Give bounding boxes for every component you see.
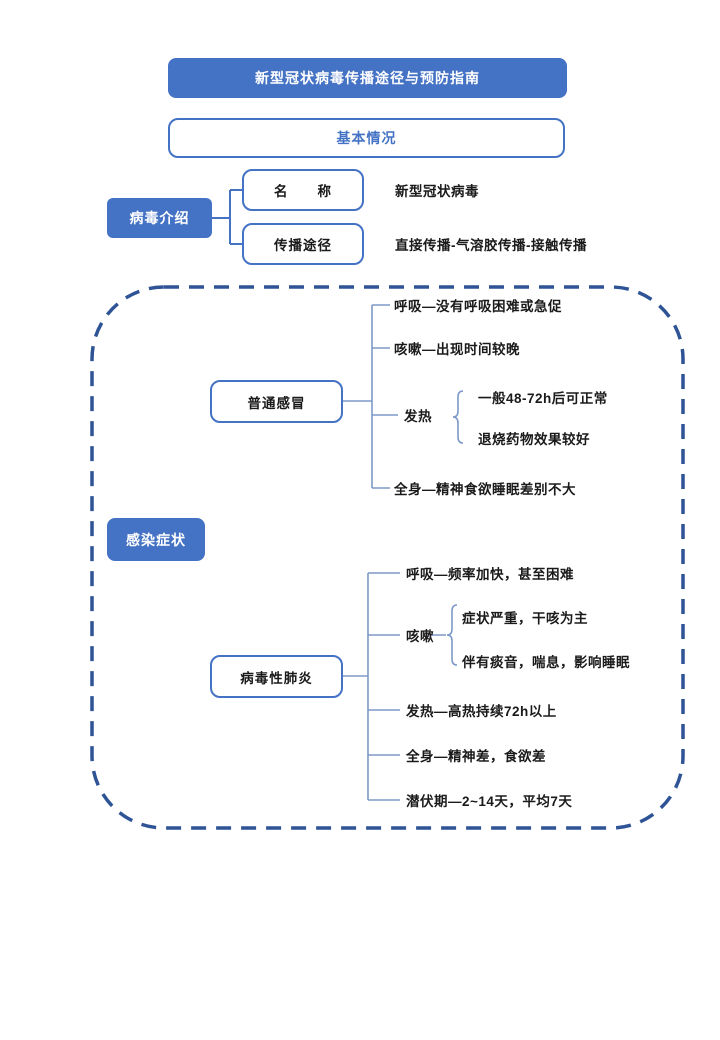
virus-name-label: 名 称: [274, 184, 332, 199]
common-cold-box: 普通感冒: [210, 380, 343, 423]
pneumonia-fever-item: 发热—高热持续72h以上: [406, 704, 557, 719]
cold-breathing-item: 呼吸—没有呼吸困难或急促: [394, 299, 562, 314]
common-cold-label: 普通感冒: [247, 395, 306, 411]
pneumonia-tree-lines: [343, 572, 446, 801]
title-banner: 新型冠状病毒传播途径与预防指南: [168, 58, 567, 98]
viral-pneumonia-label: 病毒性肺炎: [240, 670, 313, 686]
common-cold-tree-lines: [343, 304, 398, 489]
page-title: 新型冠状病毒传播途径与预防指南: [255, 70, 480, 86]
virus-intro-connector: [212, 189, 242, 245]
transmission-route-label: 传播途径: [274, 238, 332, 253]
transmission-route-box: 传播途径: [242, 223, 364, 265]
viral-pneumonia-box: 病毒性肺炎: [210, 655, 343, 698]
pneumonia-incubation-item: 潜伏期—2~14天，平均7天: [406, 794, 573, 809]
symptoms-dashed-frame: [90, 285, 685, 830]
symptoms-label: 感染症状: [126, 531, 186, 548]
virus-intro-label: 病毒介绍: [129, 210, 190, 226]
cold-fever-item: 发热: [404, 409, 432, 424]
pneumonia-cough-detail-2: 伴有痰音，喘息，影响睡眠: [462, 655, 630, 670]
transmission-route-value: 直接传播-气溶胶传播-接触传播: [395, 238, 587, 253]
basic-info-box: 基本情况: [168, 118, 565, 158]
cold-fever-detail-2: 退烧药物效果较好: [478, 432, 590, 447]
virus-name-value: 新型冠状病毒: [395, 184, 479, 199]
cold-cough-item: 咳嗽—出现时间较晚: [394, 342, 520, 357]
cold-fever-detail-1: 一般48-72h后可正常: [478, 391, 608, 406]
pneumonia-cough-detail-1: 症状严重，干咳为主: [462, 611, 588, 626]
pneumonia-cough-item: 咳嗽: [406, 629, 434, 644]
pneumonia-general-item: 全身—精神差，食欲差: [406, 749, 546, 764]
cold-general-item: 全身—精神食欲睡眠差别不大: [394, 482, 576, 497]
symptoms-box: 感染症状: [107, 518, 205, 561]
fever-brace: [452, 390, 464, 444]
virus-name-box: 名 称: [242, 169, 364, 211]
basic-info-label: 基本情况: [336, 130, 397, 146]
cough-brace: [446, 604, 458, 666]
virus-intro-box: 病毒介绍: [107, 198, 212, 238]
pneumonia-breathing-item: 呼吸—频率加快，甚至困难: [406, 567, 574, 582]
